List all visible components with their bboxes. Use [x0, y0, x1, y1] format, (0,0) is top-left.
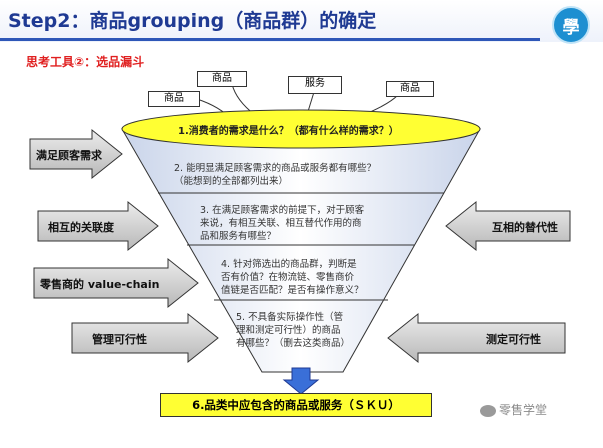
funnel-step-5-line: 5. 不具备实际操作性（管: [236, 312, 344, 323]
arrow-label-customer-needs: 满足顾客需求: [36, 149, 102, 162]
arrow-label-measurement-feasibility: 测定可行性: [486, 333, 541, 346]
funnel-step-4-line: 否有价值？在物流链、零售商价: [221, 272, 355, 283]
input-box-goods: 商品: [148, 91, 200, 107]
funnel-step-3: 3. 在满足顾客需求的前提下，对于顾客 来说，有相互关联、相互替代作用的商 品和…: [200, 204, 364, 243]
funnel-step-3-line: 来说，有相互关联、相互替代作用的商: [200, 218, 362, 229]
right-arrow: [387, 312, 566, 364]
funnel-step-4-line: 4. 针对筛选出的商品群，判断是: [221, 259, 357, 270]
wechat-icon: [480, 404, 496, 417]
funnel-step-3-line: 3. 在满足顾客需求的前提下，对于顾客: [200, 205, 365, 216]
funnel-step-2-line: （能想到的全部都列出来）: [174, 176, 289, 187]
funnel-step-5: 5. 不具备实际操作性（管 理和测定可行性）的商品 有哪些？（删去这类商品）: [236, 311, 350, 350]
arrow-label-substitutability: 互相的替代性: [492, 221, 558, 234]
funnel-top-ellipse: [121, 109, 481, 149]
arrow-label-management-feasibility: 管理可行性: [92, 333, 147, 346]
input-box-service: 服务: [288, 76, 342, 94]
funnel-step-5-line: 理和测定可行性）的商品: [236, 325, 341, 336]
funnel-step-4: 4. 针对筛选出的商品群，判断是 否有价值？在物流链、零售商价 值链是否匹配？是…: [221, 258, 364, 297]
input-box-goods: 商品: [197, 71, 247, 87]
left-arrow: [71, 312, 219, 364]
funnel-step-2-line: 2. 能明显满足顾客需求的商品或服务都有哪些？: [174, 163, 377, 174]
funnel-step-2: 2. 能明显满足顾客需求的商品或服务都有哪些？ （能想到的全部都列出来）: [174, 162, 376, 188]
input-box-goods: 商品: [386, 81, 434, 97]
left-arrow: [33, 257, 199, 309]
funnel-step-4-line: 值链是否匹配？是否有操作意义？: [221, 285, 364, 296]
watermark-text: 零售学堂: [499, 403, 548, 417]
down-arrow: [282, 367, 320, 395]
title-bar: Step2：商品grouping（商品群）的确定 學: [0, 0, 603, 44]
funnel-step-1: 1.消费者的需求是什么？（都有什么样的需求？）: [178, 126, 399, 137]
page-title: Step2：商品grouping（商品群）的确定: [8, 10, 377, 32]
subtitle: 思考工具②：选品漏斗: [26, 55, 145, 69]
watermark: 零售学堂: [480, 401, 547, 418]
final-sku-box: 6.品类中应包含的商品或服务（ＳＫＵ）: [160, 393, 432, 417]
arrow-label-correlation: 相互的关联度: [48, 221, 114, 234]
left-arrow: [29, 128, 123, 180]
funnel-step-3-line: 品和服务有哪些？: [200, 231, 277, 242]
funnel-step-5-line: 有哪些？（删去这类商品）: [236, 338, 351, 349]
arrow-label-value-chain: 零售商的 value-chain: [40, 278, 160, 291]
title-underline: [0, 38, 540, 41]
right-arrow: [445, 200, 571, 252]
left-arrow: [37, 200, 159, 252]
school-logo-icon: 學: [552, 6, 590, 44]
